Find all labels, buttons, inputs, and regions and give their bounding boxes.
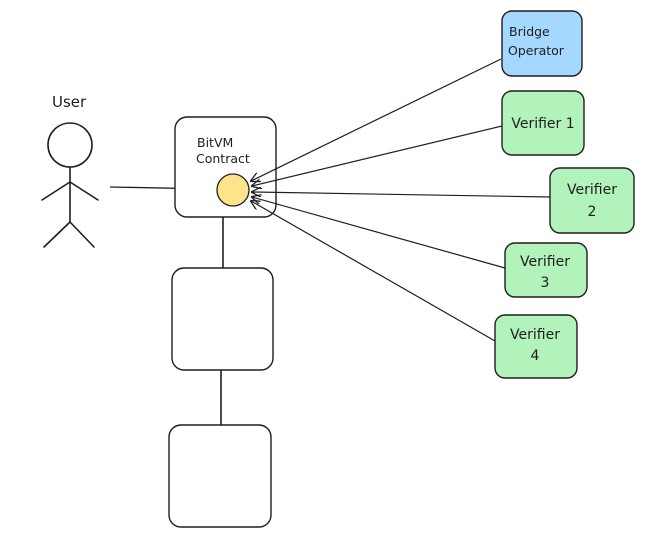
verifier-4-label-line1: Verifier <box>510 327 560 343</box>
verifier-2-label-line1: Verifier <box>567 182 617 198</box>
verifier-4-label-line2: 4 <box>531 348 540 364</box>
bitvm-contract-box <box>174 116 277 218</box>
verifier-2-label-line2: 2 <box>588 204 597 220</box>
operator-to-contract-arrow <box>251 58 502 181</box>
verifier-4-box <box>494 314 578 379</box>
user-label: User <box>52 93 87 111</box>
contract-label-line1: BitVM <box>197 135 233 150</box>
verifier-4-to-contract-arrow <box>251 201 496 342</box>
verifier-3-to-contract-arrow <box>252 197 506 269</box>
verifier-3-label-line2: 3 <box>541 275 550 291</box>
operator-label-line1: Bridge <box>509 24 550 39</box>
verifier-2-to-contract-arrow <box>252 192 551 198</box>
contract-dot <box>216 173 250 207</box>
verifier-3-box <box>504 242 588 298</box>
user-figure <box>41 122 99 248</box>
user-right-leg <box>69 221 95 248</box>
bridge-operator-box <box>501 10 583 77</box>
verifier-2-box <box>549 167 635 234</box>
contract-label-line2: Contract <box>196 151 250 166</box>
user-right-arm <box>69 181 99 201</box>
chain-block-1 <box>171 267 274 371</box>
user-left-leg <box>43 221 71 248</box>
verifier-1-label: Verifier 1 <box>511 116 574 132</box>
chain-block-2 <box>168 424 272 528</box>
user-head <box>47 122 93 168</box>
verifier-3-label-line1: Verifier <box>520 254 570 270</box>
verifier-1-box <box>501 90 585 156</box>
operator-label-line2: Operator <box>508 43 565 58</box>
user-left-arm <box>41 181 71 201</box>
verifier-1-to-contract-arrow <box>252 125 503 186</box>
